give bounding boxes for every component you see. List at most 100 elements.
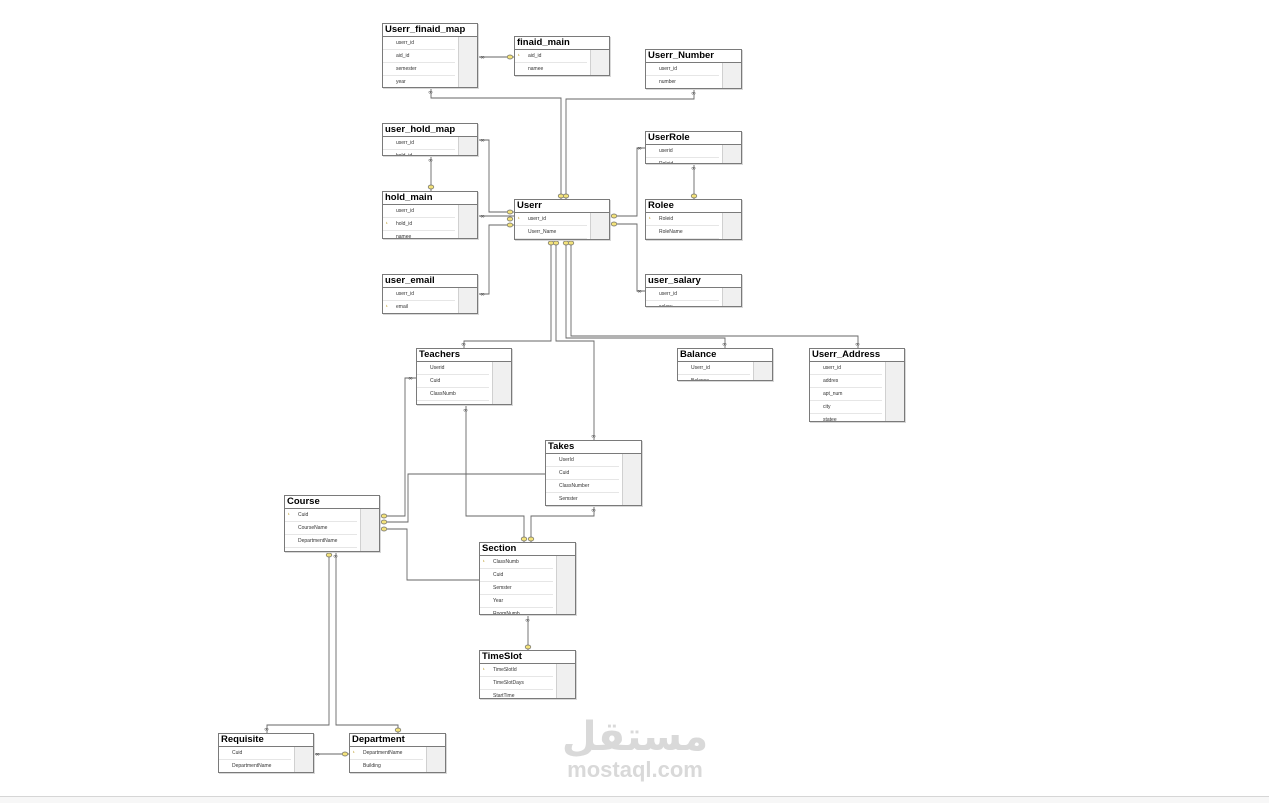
table-scrollbar[interactable] bbox=[722, 145, 741, 163]
horizontal-scrollbar[interactable] bbox=[0, 796, 1269, 803]
column-row[interactable]: TimeSlotDays bbox=[480, 677, 553, 690]
table-title[interactable]: finaid_main bbox=[515, 37, 609, 50]
table-scrollbar[interactable] bbox=[458, 288, 477, 313]
column-row[interactable]: Userr_id bbox=[678, 362, 750, 375]
table-title[interactable]: TimeSlot bbox=[480, 651, 575, 664]
table-scrollbar[interactable] bbox=[556, 556, 575, 614]
table-scrollbar[interactable] bbox=[885, 362, 904, 421]
column-row[interactable]: semester bbox=[383, 63, 455, 76]
column-row[interactable]: city bbox=[810, 401, 882, 414]
column-row[interactable]: CourseName bbox=[285, 522, 357, 535]
table-title[interactable]: Course bbox=[285, 496, 379, 509]
column-row[interactable]: statee bbox=[810, 414, 882, 421]
column-row[interactable]: Userr_Name bbox=[515, 226, 587, 239]
table-title[interactable]: Takes bbox=[546, 441, 641, 454]
column-row[interactable]: StartTime bbox=[480, 690, 553, 698]
table-title[interactable]: user_hold_map bbox=[383, 124, 477, 137]
column-row[interactable]: Credit bbox=[285, 548, 357, 551]
table-scrollbar[interactable] bbox=[426, 747, 445, 772]
column-row[interactable]: DepartmentName bbox=[219, 760, 291, 772]
table-title[interactable]: Userr_finaid_map bbox=[383, 24, 477, 37]
column-row[interactable]: Semster bbox=[480, 582, 553, 595]
table-scrollbar[interactable] bbox=[753, 362, 772, 380]
column-row[interactable]: userr_id bbox=[383, 205, 455, 218]
column-row[interactable]: Cuid bbox=[417, 375, 489, 388]
column-row[interactable]: namee bbox=[383, 231, 455, 238]
column-row[interactable]: salary bbox=[646, 301, 719, 306]
column-row[interactable]: Cuid bbox=[219, 747, 291, 760]
column-row[interactable]: Roleid bbox=[646, 158, 719, 163]
table-scrollbar[interactable] bbox=[722, 63, 741, 88]
table-scrollbar[interactable] bbox=[458, 137, 477, 155]
column-row[interactable]: Semster bbox=[417, 401, 489, 404]
column-row[interactable]: userid bbox=[646, 145, 719, 158]
table-course[interactable]: Course¹CuidCourseNameDepartmentNameCredi… bbox=[284, 495, 380, 552]
column-row[interactable]: year bbox=[383, 76, 455, 87]
table-scrollbar[interactable] bbox=[492, 362, 511, 404]
table-title[interactable]: Section bbox=[480, 543, 575, 556]
table-title[interactable]: user_email bbox=[383, 275, 477, 288]
column-row[interactable]: number bbox=[646, 76, 719, 88]
column-row[interactable]: Semster bbox=[546, 493, 619, 505]
column-row[interactable]: userr_id bbox=[810, 362, 882, 375]
table-title[interactable]: Rolee bbox=[646, 200, 741, 213]
column-row[interactable]: userr_id bbox=[646, 63, 719, 76]
column-row[interactable]: Cuid bbox=[546, 467, 619, 480]
table-title[interactable]: Teachers bbox=[417, 349, 511, 362]
table-title[interactable]: Department bbox=[350, 734, 445, 747]
column-row[interactable]: aid_id bbox=[383, 50, 455, 63]
table-scrollbar[interactable] bbox=[458, 205, 477, 238]
table-scrollbar[interactable] bbox=[360, 509, 379, 551]
table-title[interactable]: hold_main bbox=[383, 192, 477, 205]
column-row[interactable]: DepartmentName bbox=[285, 535, 357, 548]
table-title[interactable]: user_salary bbox=[646, 275, 741, 288]
column-row[interactable]: ClassNumber bbox=[546, 480, 619, 493]
table-scrollbar[interactable] bbox=[294, 747, 313, 772]
column-row[interactable]: ClassNumb bbox=[417, 388, 489, 401]
column-row[interactable]: UserId bbox=[546, 454, 619, 467]
table-title[interactable]: Requisite bbox=[219, 734, 313, 747]
column-row[interactable]: RoomNumb bbox=[480, 608, 553, 614]
table-teachers[interactable]: TeachersUseridCuidClassNumbSemster bbox=[416, 348, 512, 405]
column-row[interactable]: userr_id bbox=[383, 37, 455, 50]
table-title[interactable]: Userr_Number bbox=[646, 50, 741, 63]
column-row[interactable]: userr_id bbox=[646, 288, 719, 301]
table-title[interactable]: Balance bbox=[678, 349, 772, 362]
column-row[interactable]: apt_num bbox=[810, 388, 882, 401]
column-row[interactable]: namee bbox=[515, 63, 587, 75]
column-row[interactable]: Cuid bbox=[480, 569, 553, 582]
table-scrollbar[interactable] bbox=[556, 664, 575, 698]
column-row[interactable]: addres bbox=[810, 375, 882, 388]
column-row[interactable]: Userid bbox=[417, 362, 489, 375]
table-title[interactable]: Userr bbox=[515, 200, 609, 213]
column-row[interactable]: Building bbox=[350, 760, 423, 772]
table-scrollbar[interactable] bbox=[722, 213, 741, 239]
table-title[interactable]: Userr_Address bbox=[810, 349, 904, 362]
column-row[interactable]: Year bbox=[480, 595, 553, 608]
column-row[interactable]: userr_id bbox=[383, 137, 455, 150]
